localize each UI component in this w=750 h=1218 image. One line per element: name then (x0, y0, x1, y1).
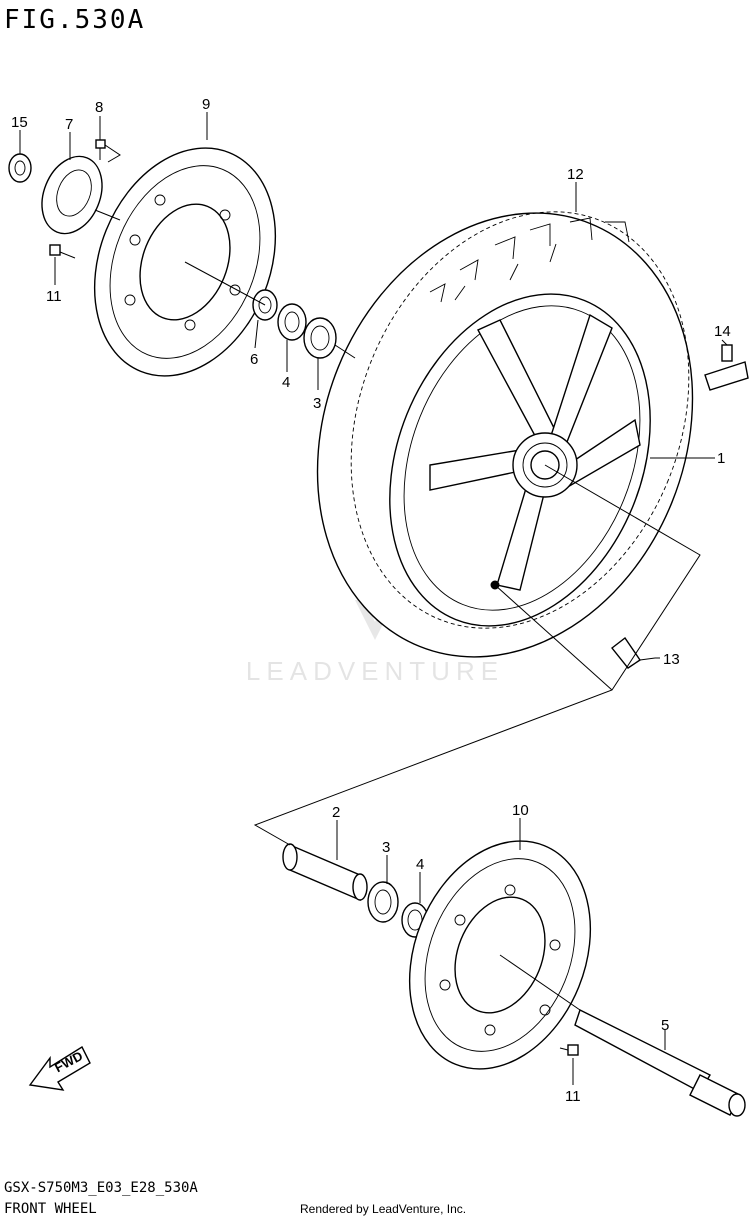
bolt-8 (95, 139, 106, 160)
callout-6: 6 (250, 351, 258, 368)
tire-tread-pattern (429, 217, 630, 303)
rim-inner (403, 305, 641, 611)
bearing-3-lower (367, 881, 399, 923)
callout-5: 5 (661, 1017, 669, 1034)
callout-12: 12 (567, 166, 584, 183)
callout-2: 2 (332, 804, 340, 821)
callout-14: 14 (714, 323, 731, 340)
nut-15 (8, 153, 32, 183)
callout-11-upper: 11 (46, 288, 62, 305)
callout-10: 10 (512, 802, 529, 819)
axle-5 (574, 1009, 746, 1117)
valve-13 (611, 636, 656, 669)
watermark-text: LEADVENTURE (246, 656, 504, 686)
callout-11-lower: 11 (565, 1088, 581, 1105)
assembly-guide-lines (94, 144, 701, 1011)
oil-seal-4-upper (277, 303, 307, 341)
callout-3-lower: 3 (382, 839, 390, 856)
callout-1: 1 (717, 450, 725, 467)
callout-3-upper: 3 (313, 395, 321, 412)
model-code: GSX-S750M3_E03_E28_530A (4, 1180, 198, 1196)
callout-leaders (19, 112, 728, 1085)
bolt-11-upper (49, 244, 76, 259)
callout-4-lower: 4 (416, 856, 424, 873)
spacer-2 (282, 843, 368, 902)
callout-7: 7 (65, 116, 73, 133)
callout-9: 9 (202, 96, 210, 113)
bolt-11-lower (559, 1044, 579, 1056)
fwd-arrow: FWD (28, 1045, 91, 1091)
callout-13: 13 (663, 651, 680, 668)
balance-weight-14 (704, 344, 749, 391)
tire-tread-line (350, 211, 690, 629)
callout-4-upper: 4 (282, 374, 290, 391)
footer-credit: Rendered by LeadVenture, Inc. (300, 1202, 466, 1216)
sensor-ring-7 (41, 155, 103, 235)
wheel-spokes (429, 313, 641, 591)
bearing-3-upper (303, 317, 337, 359)
callout-15: 15 (11, 114, 28, 131)
section-name: FRONT WHEEL (4, 1201, 97, 1217)
callout-8: 8 (95, 99, 103, 116)
front-wheel-assembly (316, 211, 694, 658)
figure-title: FIG.530A (4, 5, 145, 35)
